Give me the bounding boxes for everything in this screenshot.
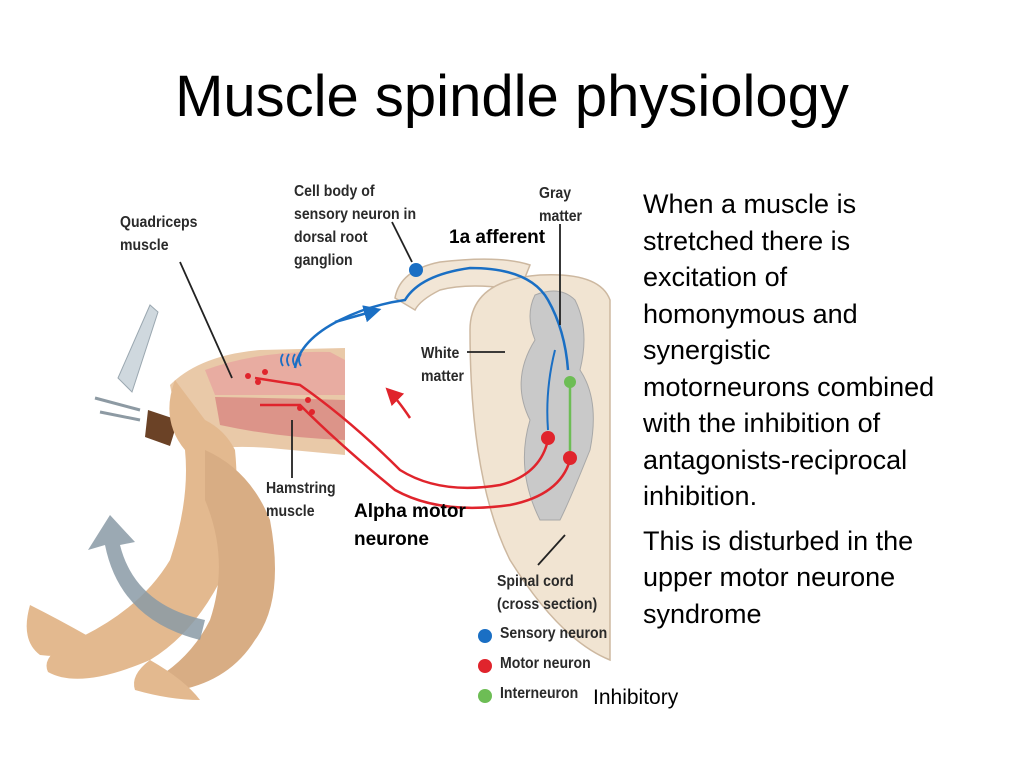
hamstring-label: Hamstring muscle (266, 477, 336, 523)
motor-neuron-dot-2 (563, 451, 577, 465)
interneuron-dot-icon (478, 689, 492, 703)
alpha-motor-annotation-line: neurone (354, 529, 429, 550)
lower-leg (46, 380, 237, 679)
text-line: synergistic (643, 335, 771, 365)
motor-dot-icon (478, 659, 492, 673)
legend-label: Motor neuron (500, 655, 591, 672)
hamstring-label-line: muscle (266, 503, 315, 520)
text-line: antagonists-reciprocal (643, 444, 908, 475)
cell-body-label: Cell body of sensory neuron in dorsal ro… (294, 180, 416, 272)
quadriceps-muscle-shape (205, 351, 345, 395)
white-matter-label-line: White (421, 345, 460, 362)
motor-neuron-dot-1 (541, 431, 555, 445)
white-matter-label: White matter (421, 342, 464, 388)
text-line: When a muscle is (643, 189, 857, 219)
movement-arrow (88, 515, 205, 640)
afferent-annotation: 1a afferent (449, 227, 546, 248)
second-leg (150, 450, 275, 690)
text-line: syndrome (643, 598, 762, 629)
cell-body-label-line: Cell body of (294, 183, 375, 200)
alpha-motor-annotation-line: Alpha motor (354, 501, 466, 522)
sensory-dot-icon (478, 629, 492, 643)
gray-matter-label-line: Gray (539, 185, 572, 202)
spinal-cord-label-line: (cross section) (497, 596, 598, 613)
foot-left (26, 605, 96, 656)
motor-neuron-path-2 (260, 403, 572, 510)
paragraph: When a muscle is stretched there is exci… (643, 186, 1018, 515)
interneuron-dot (564, 376, 576, 388)
cell-body-dot (409, 263, 423, 277)
cell-body-label-line: sensory neuron in (294, 206, 417, 223)
white-matter-label-line: matter (421, 368, 465, 385)
text-line: upper motor neurone (643, 562, 896, 592)
sensory-arrow (334, 305, 382, 324)
gray-matter-label: Gray matter (539, 182, 582, 228)
legend-label: Sensory neuron (500, 625, 608, 642)
quadriceps-label-line: Quadriceps (120, 214, 198, 231)
reflex-hammer (94, 304, 178, 446)
text-line: homonymous and (643, 298, 858, 329)
sensory-ending (280, 353, 302, 367)
reflex-arc-illustration (26, 221, 611, 700)
foot-right (134, 660, 200, 700)
hamstring-label-line: Hamstring (266, 480, 336, 497)
alpha-motor-annotation: Alpha motor neurone (354, 498, 466, 554)
sensory-neuron-path (293, 266, 570, 371)
spinal-cord-label: Spinal cord (cross section) (497, 570, 597, 616)
gray-matter-shape (520, 290, 594, 521)
inhibitory-label: Inhibitory (593, 686, 679, 709)
quadriceps-label: Quadriceps muscle (120, 211, 197, 257)
quadriceps-label-line: muscle (120, 237, 169, 254)
cell-body-label-line: ganglion (294, 252, 353, 269)
spinal-cord-label-line: Spinal cord (497, 573, 574, 590)
spinal-cord-cross-section (469, 273, 611, 662)
paragraph: This is disturbed in the upper motor neu… (643, 523, 1018, 633)
text-line: inhibition. (643, 481, 758, 511)
gray-matter-label-line: matter (539, 208, 583, 225)
motor-neuron-path-1 (254, 376, 550, 490)
text-line: stretched there is (643, 225, 851, 256)
cell-body-label-line: dorsal root (294, 229, 368, 246)
body-text: When a muscle is stretched there is exci… (643, 186, 1018, 640)
sensory-branch (546, 349, 556, 431)
motor-arrow (385, 387, 412, 419)
text-line: with the inhibition of (643, 408, 881, 438)
hamstring-muscle-shape (215, 397, 345, 440)
text-line: This is disturbed in the (643, 525, 914, 556)
motor-endplates (245, 369, 315, 415)
slide-title: Muscle spindle physiology (175, 64, 849, 129)
text-line: excitation of (643, 262, 788, 292)
legend-label: Interneuron (500, 685, 579, 702)
text-line: motorneurons combined (643, 371, 935, 402)
leader-lines (179, 221, 566, 566)
